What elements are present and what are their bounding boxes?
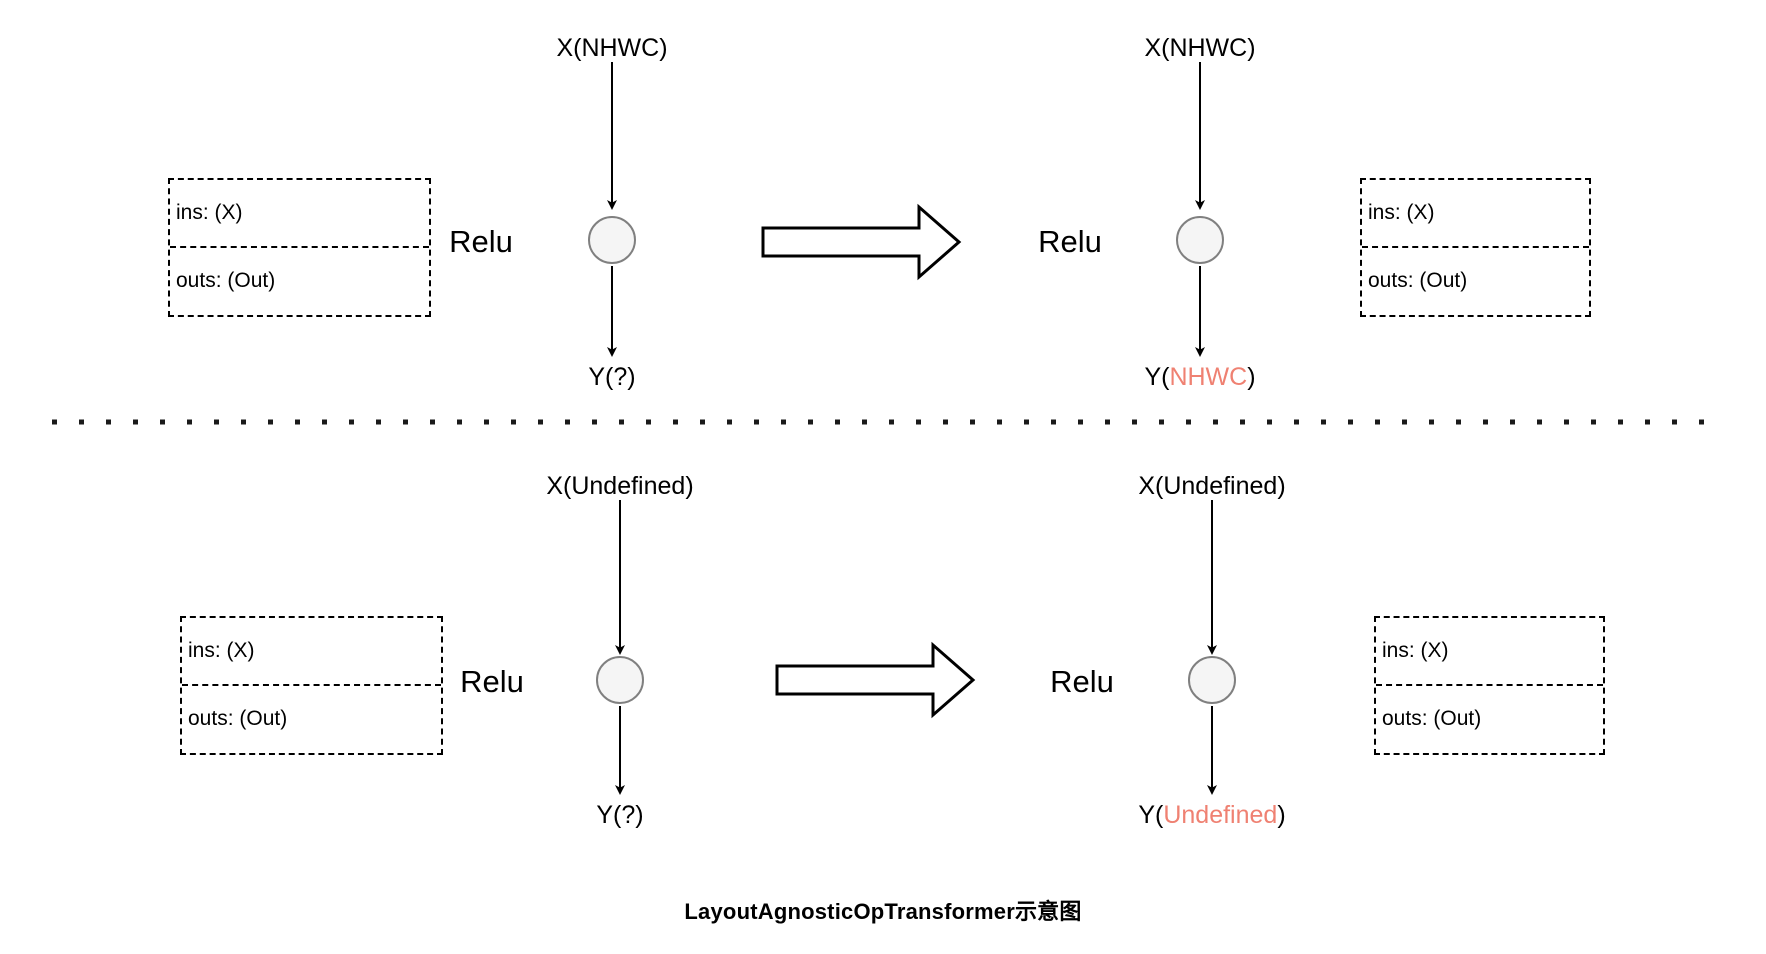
output-label-r1-left: Y(?) <box>588 362 635 392</box>
attr-row-ins: ins: (X) <box>1362 180 1589 248</box>
attr-row-outs: outs: (Out) <box>1368 269 1468 293</box>
attr-box-r2-right: ins: (X) outs: (Out) <box>1374 616 1605 755</box>
attr-row-ins: ins: (X) <box>1376 618 1603 686</box>
block-arrow-row1 <box>761 203 962 281</box>
output-label-r2-left: Y(?) <box>596 800 643 830</box>
op-node-r2-right <box>1188 656 1236 704</box>
output-suffix: ) <box>1277 801 1286 829</box>
input-label-r2-right: X(Undefined) <box>1138 472 1286 500</box>
input-label-r1-left: X(NHWC) <box>556 34 668 62</box>
attr-row-outs: outs: (Out) <box>1382 707 1482 731</box>
output-value: ? <box>621 801 636 829</box>
input-label-r1-right: X(NHWC) <box>1144 34 1256 62</box>
op-node-r1-right <box>1176 216 1224 264</box>
output-value: ? <box>613 363 628 391</box>
attr-box-r1-left: ins: (X) outs: (Out) <box>168 178 431 317</box>
output-value: NHWC <box>1169 363 1248 391</box>
output-prefix: Y( <box>588 363 614 391</box>
op-label-r2-left: Relu <box>460 664 524 699</box>
output-prefix: Y( <box>1144 363 1170 391</box>
block-arrow-row2 <box>775 641 976 719</box>
output-label-r1-right: Y(NHWC) <box>1144 362 1255 392</box>
output-suffix: ) <box>627 363 636 391</box>
input-label-r2-left: X(Undefined) <box>546 472 694 500</box>
op-node-r1-left <box>588 216 636 264</box>
attr-row-outs: outs: (Out) <box>188 707 288 731</box>
output-label-r2-right: Y(Undefined) <box>1138 800 1285 830</box>
attr-box-r2-left: ins: (X) outs: (Out) <box>180 616 443 755</box>
op-label-r1-right: Relu <box>1038 224 1102 259</box>
output-value: Undefined <box>1163 801 1278 829</box>
attr-row-ins: ins: (X) <box>182 618 441 686</box>
figure-caption: LayoutAgnosticOpTransformer示意图 <box>684 899 1082 924</box>
output-suffix: ) <box>1247 363 1256 391</box>
op-label-r1-left: Relu <box>449 224 513 259</box>
attr-box-r1-right: ins: (X) outs: (Out) <box>1360 178 1591 317</box>
attr-row-ins: ins: (X) <box>170 180 429 248</box>
output-suffix: ) <box>635 801 644 829</box>
op-label-r2-right: Relu <box>1050 664 1114 699</box>
output-prefix: Y( <box>1138 801 1164 829</box>
output-prefix: Y( <box>596 801 622 829</box>
op-node-r2-left <box>596 656 644 704</box>
attr-row-outs: outs: (Out) <box>176 269 276 293</box>
